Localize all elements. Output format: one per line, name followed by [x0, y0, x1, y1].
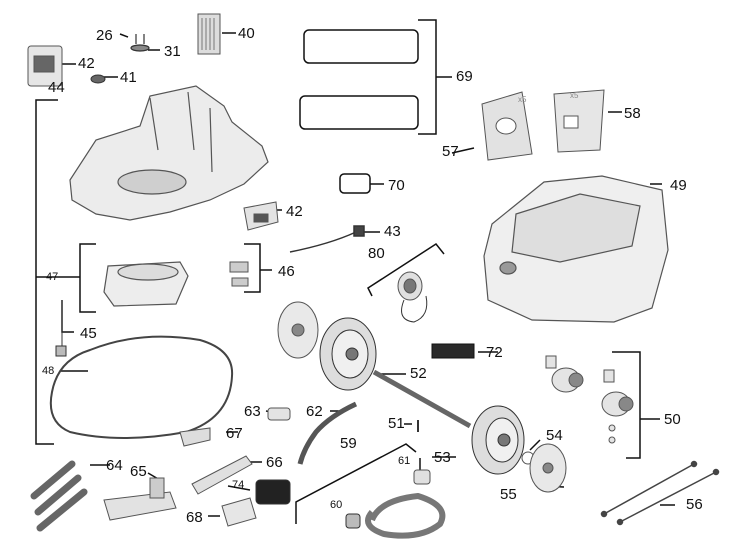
tubes-64 — [30, 460, 88, 532]
callout-53: 53 — [434, 449, 451, 466]
callout-63: 63 — [244, 403, 261, 420]
callout-48: 48 — [42, 365, 55, 377]
wheel-disc-left — [277, 301, 319, 359]
callout-50: 50 — [664, 411, 681, 428]
bracket-47 — [79, 243, 96, 313]
quantity-x5-bags-58: x5 — [570, 91, 579, 100]
callout-45: 45 — [80, 325, 97, 342]
callout-62: 62 — [306, 403, 323, 420]
part-72 — [431, 343, 475, 359]
bag-57 — [481, 91, 533, 161]
wheel-right — [471, 405, 525, 475]
part-68 — [221, 497, 257, 527]
container-47 — [103, 261, 189, 307]
callout-40: 40 — [238, 25, 255, 42]
callout-65: 65 — [130, 463, 147, 480]
callout-31: 31 — [164, 43, 181, 60]
hose-end-61 — [413, 469, 431, 485]
bracket-80 — [367, 243, 445, 297]
floor-nozzle-65 — [103, 477, 177, 521]
callout-26: 26 — [96, 27, 113, 44]
callout-64: 64 — [106, 457, 123, 474]
callout-54: 54 — [546, 427, 563, 444]
connector-63 — [267, 407, 291, 421]
bracket-50 — [612, 351, 660, 459]
callout-42-top: 42 — [78, 55, 95, 72]
callout-57: 57 — [442, 143, 459, 160]
callout-43: 43 — [384, 223, 401, 240]
main-housing-44 — [69, 85, 269, 221]
callout-74: 74 — [232, 479, 245, 491]
hose-62 — [297, 401, 358, 465]
callout-46: 46 — [278, 263, 295, 280]
filter-40 — [197, 13, 221, 55]
callout-47: 47 — [46, 271, 59, 283]
callout-41: 41 — [120, 69, 137, 86]
callout-68: 68 — [186, 509, 203, 526]
part-42-top — [27, 45, 63, 87]
bracket-69 — [418, 19, 452, 135]
callout-70: 70 — [388, 177, 405, 194]
bracket-59 — [295, 443, 417, 524]
label-box-bottom — [299, 95, 419, 130]
disc-55 — [529, 443, 567, 493]
castors-50 — [545, 355, 634, 444]
part-46 — [229, 261, 249, 287]
callout-69: 69 — [456, 68, 473, 85]
callout-55: 55 — [500, 486, 517, 503]
hose-59 — [365, 492, 446, 539]
gasket-48 — [49, 335, 234, 439]
callout-49: 49 — [670, 177, 687, 194]
callout-56: 56 — [686, 496, 703, 513]
cord-43 — [289, 225, 365, 253]
cables-56 — [600, 460, 720, 526]
screws-26-31 — [130, 34, 150, 52]
nozzle-67 — [179, 427, 211, 447]
hose-end-60 — [345, 513, 361, 529]
callout-72: 72 — [486, 344, 503, 361]
label-box-70 — [339, 173, 371, 194]
axle-52 — [372, 369, 472, 429]
callout-80: 80 — [368, 245, 385, 262]
label-box-top — [303, 29, 419, 64]
leader-lines — [36, 32, 675, 521]
bracket-46 — [244, 243, 272, 293]
motor-80 — [397, 271, 428, 323]
part-41 — [90, 74, 106, 84]
bracket-44 — [35, 99, 58, 445]
tank-49 — [483, 175, 669, 323]
callout-51: 51 — [388, 415, 405, 432]
callout-61: 61 — [398, 455, 411, 467]
callout-59: 59 — [340, 435, 357, 452]
sensor-45 — [55, 300, 67, 357]
quantity-x5-bags-57: x5 — [518, 95, 527, 104]
callout-60: 60 — [330, 499, 343, 511]
callout-42-mid: 42 — [286, 203, 303, 220]
crevice-tool-66 — [191, 455, 253, 495]
callout-58: 58 — [624, 105, 641, 122]
callout-52: 52 — [410, 365, 427, 382]
bag-58 — [553, 89, 605, 153]
callout-66: 66 — [266, 454, 283, 471]
callout-67: 67 — [226, 425, 243, 442]
part-42-mid — [243, 201, 279, 231]
wheel-left — [319, 317, 377, 391]
callout-44: 44 — [48, 79, 65, 96]
brush-74 — [255, 479, 291, 505]
